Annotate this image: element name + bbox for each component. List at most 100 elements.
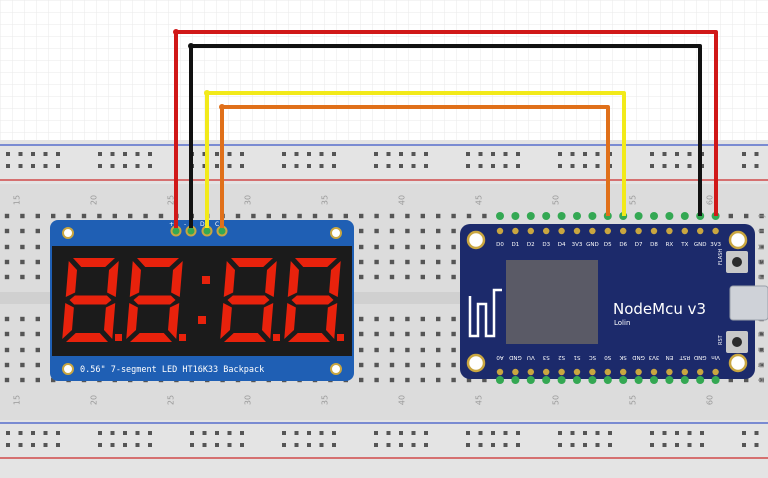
rail-hole[interactable] (202, 152, 207, 156)
rail-hole[interactable] (202, 164, 207, 168)
breadboard-hole[interactable] (97, 213, 102, 219)
rail-hole[interactable] (650, 164, 654, 168)
breadboard-hole[interactable] (374, 274, 379, 280)
rail-hole[interactable] (31, 443, 35, 447)
breadboard-hole[interactable] (436, 377, 441, 383)
nodemcu-bottom-pin[interactable] (526, 376, 535, 384)
rail-hole[interactable] (215, 152, 219, 156)
rail-hole[interactable] (31, 164, 35, 168)
rail-hole[interactable] (662, 164, 667, 168)
rail-hole[interactable] (491, 164, 495, 168)
rail-hole[interactable] (466, 164, 470, 168)
rail-hole[interactable] (319, 443, 324, 447)
breadboard-hole[interactable] (158, 213, 164, 219)
breadboard-hole[interactable] (420, 347, 425, 353)
breadboard-hole[interactable] (405, 213, 410, 219)
rail-hole[interactable] (98, 164, 102, 168)
breadboard-hole[interactable] (744, 213, 749, 219)
rail-hole[interactable] (43, 164, 48, 168)
rail-hole[interactable] (516, 431, 520, 435)
rail-hole[interactable] (282, 443, 286, 447)
rail-hole[interactable] (424, 443, 428, 447)
breadboard-hole[interactable] (451, 316, 456, 322)
breadboard-hole[interactable] (451, 347, 456, 353)
breadboard-hole[interactable] (451, 228, 456, 234)
rail-hole[interactable] (6, 164, 10, 168)
rail-hole[interactable] (675, 164, 679, 168)
breadboard-hole[interactable] (420, 274, 425, 280)
rail-hole[interactable] (662, 443, 667, 447)
rail-hole[interactable] (319, 164, 324, 168)
rail-hole[interactable] (742, 164, 746, 168)
breadboard-hole[interactable] (282, 213, 287, 219)
rail-hole[interactable] (478, 152, 483, 156)
rail-hole[interactable] (374, 152, 378, 156)
rail-hole[interactable] (202, 431, 207, 435)
rail-hole[interactable] (227, 164, 232, 168)
breadboard-hole[interactable] (405, 331, 410, 337)
breadboard-hole[interactable] (20, 316, 25, 322)
rail-hole[interactable] (374, 164, 378, 168)
nodemcu-top-pin[interactable] (588, 212, 597, 220)
nodemcu-bottom-pin[interactable] (542, 376, 551, 384)
rail-hole[interactable] (319, 152, 324, 156)
nodemcu-bottom-pin[interactable] (511, 376, 520, 384)
rail-hole[interactable] (190, 443, 194, 447)
rail-hole[interactable] (110, 431, 115, 435)
rail-hole[interactable] (240, 152, 244, 156)
rail-hole[interactable] (227, 152, 232, 156)
breadboard-hole[interactable] (482, 213, 487, 219)
breadboard-hole[interactable] (389, 228, 395, 234)
rail-hole[interactable] (123, 152, 127, 156)
breadboard-hole[interactable] (143, 213, 148, 219)
rail-hole[interactable] (374, 443, 378, 447)
rail-hole[interactable] (516, 164, 520, 168)
breadboard-hole[interactable] (759, 331, 764, 337)
rail-hole[interactable] (98, 443, 102, 447)
breadboard-hole[interactable] (20, 347, 25, 353)
rail-hole[interactable] (56, 164, 60, 168)
breadboard-hole[interactable] (128, 213, 133, 219)
breadboard-hole[interactable] (359, 377, 364, 383)
breadboard-hole[interactable] (759, 213, 764, 219)
rail-hole[interactable] (227, 443, 232, 447)
rail-hole[interactable] (332, 431, 336, 435)
breadboard-hole[interactable] (436, 362, 441, 368)
breadboard-hole[interactable] (51, 377, 56, 383)
rail-hole[interactable] (282, 152, 286, 156)
rail-hole[interactable] (687, 443, 692, 447)
breadboard-hole[interactable] (35, 347, 40, 353)
rail-hole[interactable] (411, 431, 416, 435)
breadboard-hole[interactable] (451, 244, 456, 250)
breadboard-hole[interactable] (420, 316, 425, 322)
rail-hole[interactable] (466, 431, 470, 435)
breadboard-hole[interactable] (389, 347, 395, 353)
rail-hole[interactable] (135, 443, 140, 447)
nodemcu-bottom-pin[interactable] (603, 376, 612, 384)
breadboard-hole[interactable] (436, 259, 441, 265)
rail-hole[interactable] (503, 431, 508, 435)
rail-hole[interactable] (754, 152, 759, 156)
breadboard-hole[interactable] (4, 377, 10, 383)
rail-hole[interactable] (583, 443, 587, 447)
breadboard-hole[interactable] (328, 213, 333, 219)
breadboard-hole[interactable] (266, 213, 271, 219)
rail-hole[interactable] (650, 431, 654, 435)
nodemcu-bottom-pin[interactable] (650, 376, 658, 384)
rail-hole[interactable] (282, 431, 286, 435)
breadboard-hole[interactable] (35, 244, 40, 250)
nodemcu-top-pin[interactable] (511, 212, 520, 220)
breadboard-hole[interactable] (405, 274, 410, 280)
nodemcu-top-pin[interactable] (496, 212, 504, 220)
rail-hole[interactable] (148, 431, 152, 435)
breadboard-hole[interactable] (420, 244, 425, 250)
breadboard-hole[interactable] (405, 228, 410, 234)
nodemcu-top-pin[interactable] (557, 212, 566, 220)
rail-hole[interactable] (687, 164, 692, 168)
breadboard-hole[interactable] (451, 213, 456, 219)
breadboard-hole[interactable] (389, 316, 395, 322)
rail-hole[interactable] (424, 431, 428, 435)
breadboard-hole[interactable] (436, 244, 441, 250)
breadboard-hole[interactable] (405, 362, 410, 368)
breadboard-hole[interactable] (20, 259, 25, 265)
